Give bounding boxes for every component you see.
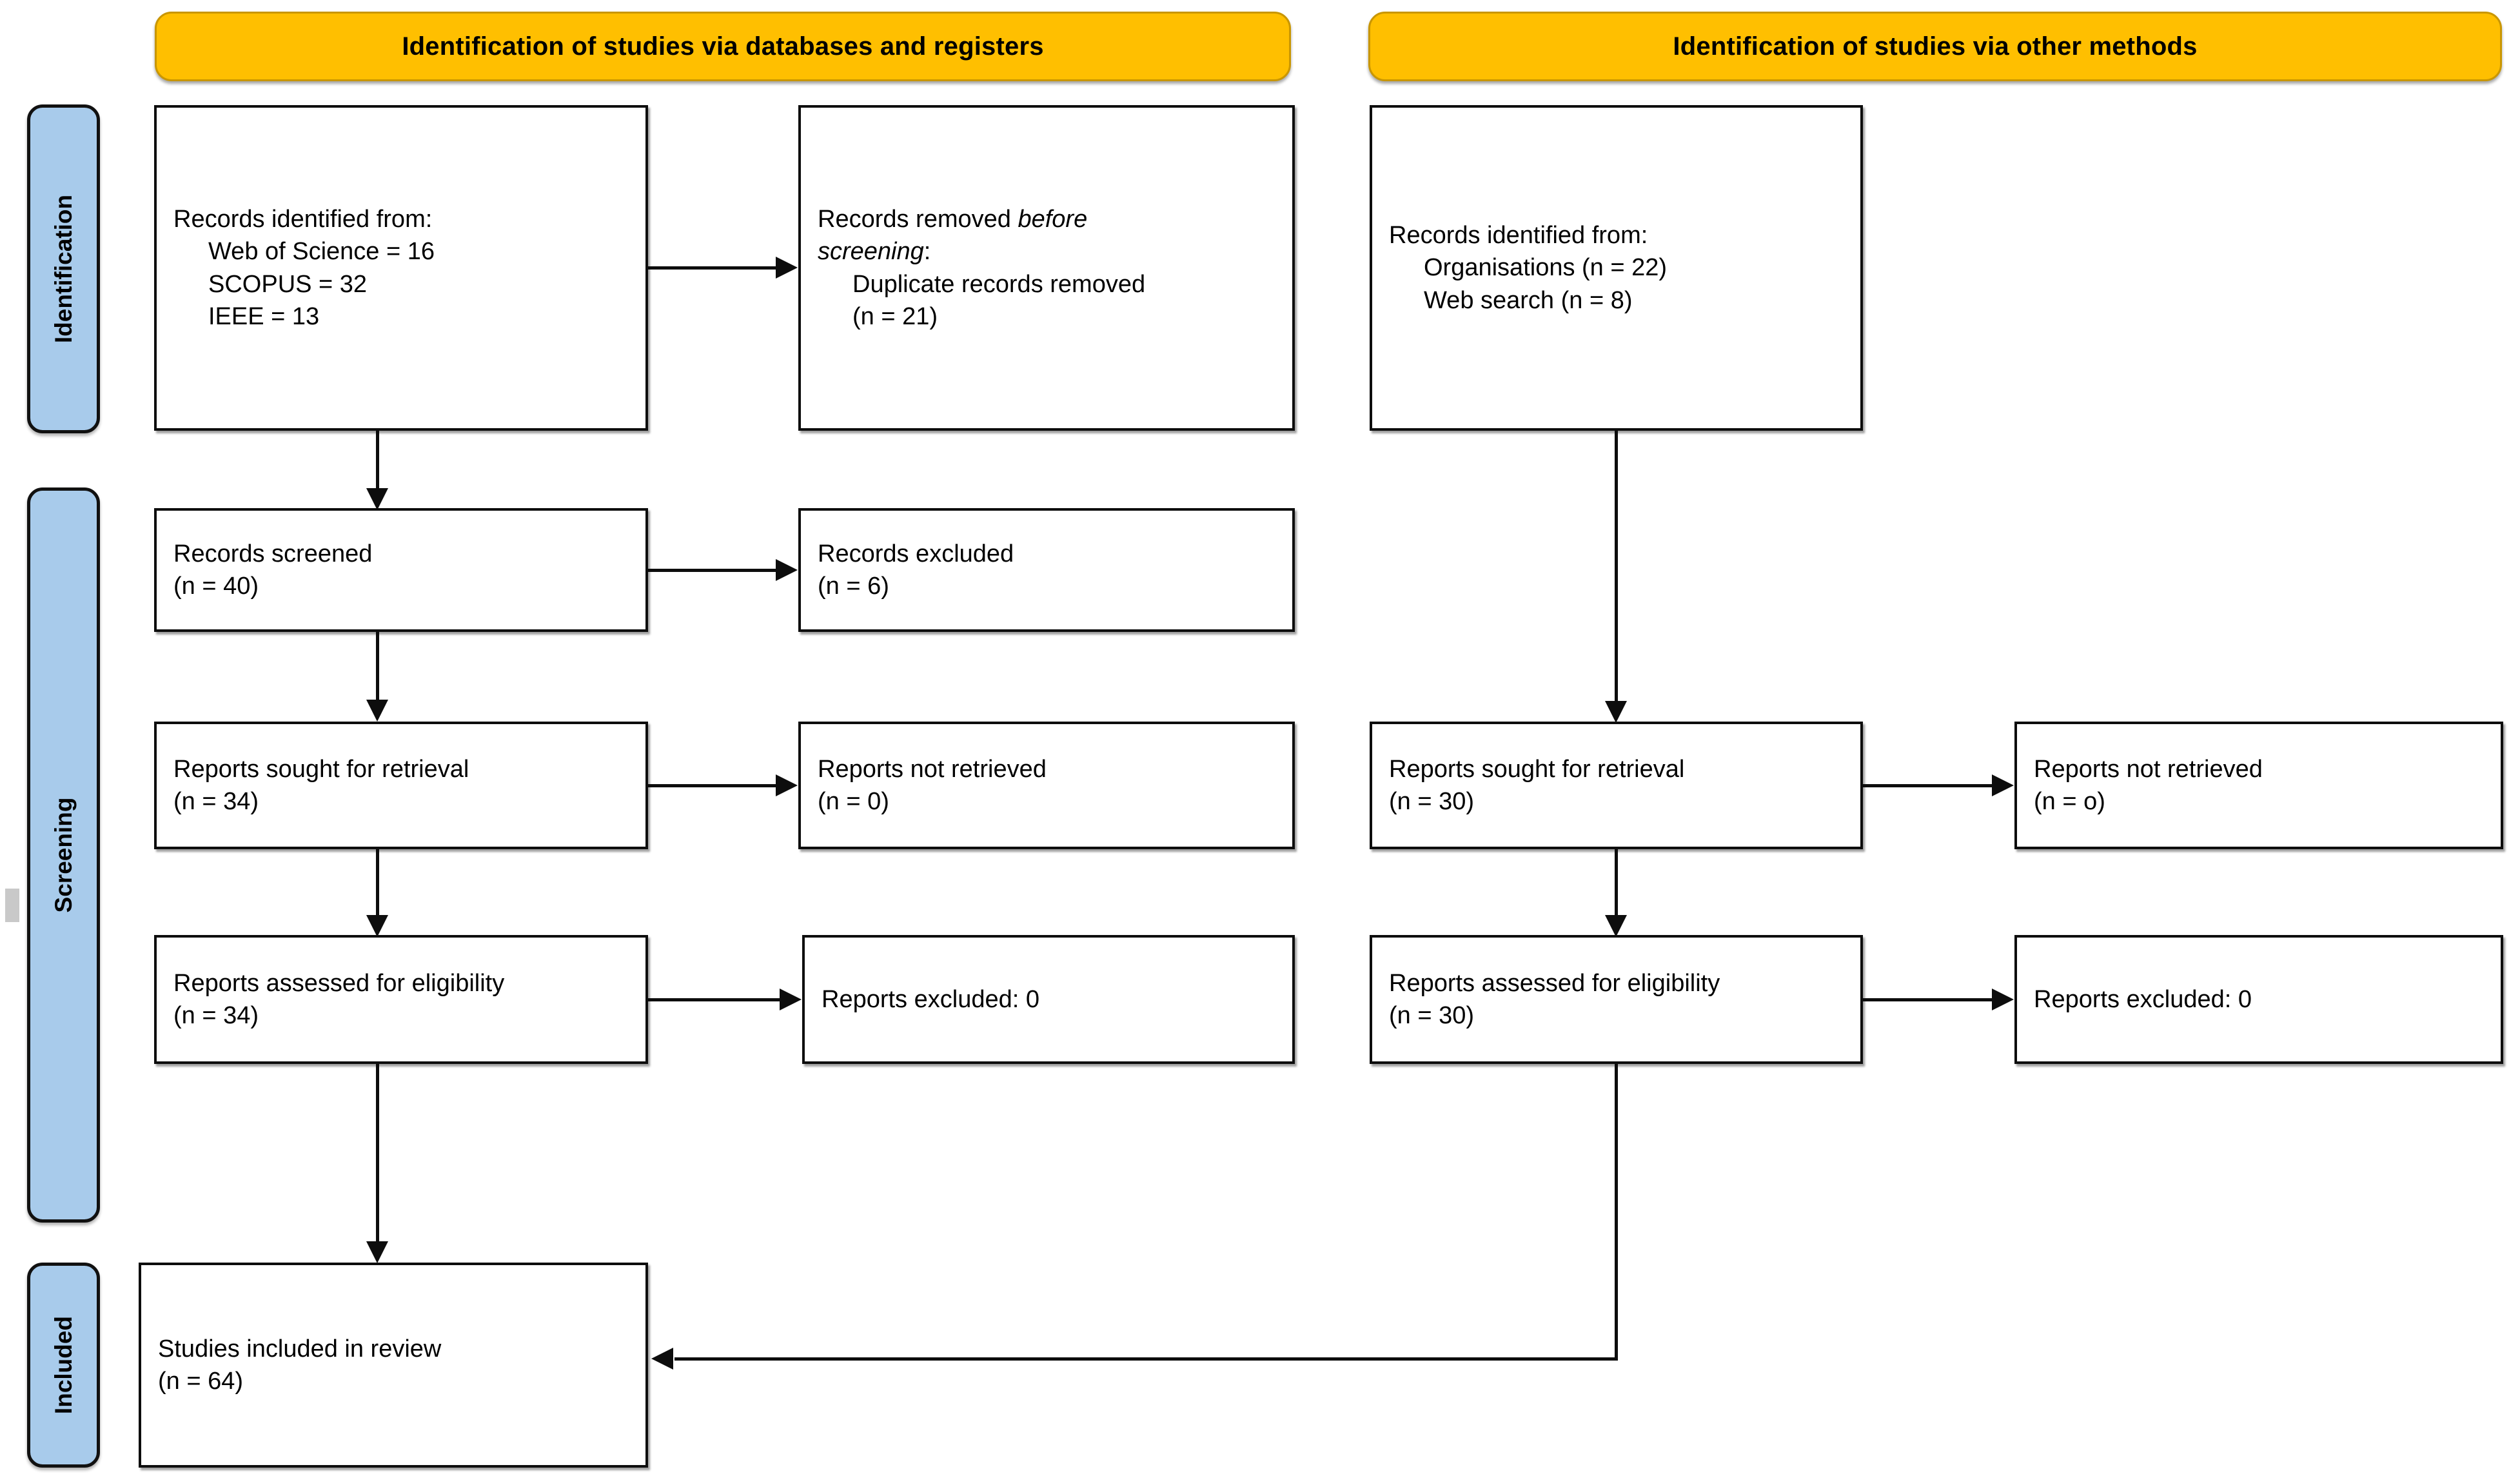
box-line: Records screened xyxy=(173,540,373,567)
box-line: (n = 0) xyxy=(818,788,889,815)
phase-bar-identification: Identification xyxy=(27,104,100,433)
box-line: (n = 34) xyxy=(173,1002,259,1029)
box-line: Reports assessed for eligibility xyxy=(173,969,505,997)
box-records-identified-databases: Records identified from: Web of Science … xyxy=(154,105,648,431)
stage-header-other-methods-label: Identification of studies via other meth… xyxy=(1673,32,2198,61)
arrowhead-sought-to-assessed-databases xyxy=(366,915,388,937)
connector-sought-to-assessed-databases xyxy=(376,849,379,920)
phase-bar-included: Included xyxy=(27,1263,100,1468)
phase-bar-included-label: Included xyxy=(50,1315,77,1415)
arrowhead-assessed-to-excluded-databases xyxy=(780,989,802,1010)
box-reports-excluded-databases: Reports excluded: 0 xyxy=(802,935,1295,1064)
box-studies-included: Studies included in review (n = 64) xyxy=(139,1263,648,1468)
phase-bar-screening-label: Screening xyxy=(50,797,77,913)
box-line: Records identified from: xyxy=(1389,222,1648,250)
box-line: Reports not retrieved xyxy=(2034,755,2263,783)
box-line: Reports sought for retrieval xyxy=(173,755,469,783)
connector-assessed-to-excluded-other xyxy=(1863,998,1993,1001)
connector-other-assessed-down xyxy=(1615,1064,1618,1361)
arrowhead-sought-to-not-retrieved-databases xyxy=(776,774,798,796)
box-reports-sought-other: Reports sought for retrieval (n = 30) xyxy=(1370,722,1863,849)
box-reports-excluded-other: Reports excluded: 0 xyxy=(2014,935,2503,1064)
connector-other-identified-to-sought xyxy=(1615,431,1618,713)
box-line: Reports excluded: 0 xyxy=(2034,985,2252,1013)
stage-header-other-methods: Identification of studies via other meth… xyxy=(1368,12,2502,81)
box-line-text: : xyxy=(923,238,931,266)
box-line: (n = 21) xyxy=(852,302,938,330)
box-records-excluded: Records excluded (n = 6) xyxy=(798,508,1295,632)
connector-sought-to-assessed-other xyxy=(1615,849,1618,920)
box-line-text: Records removed xyxy=(818,206,1018,233)
connector-identified-to-removed xyxy=(648,266,777,270)
arrowhead-assessed-to-excluded-other xyxy=(1992,989,2014,1010)
arrowhead-other-identified-to-sought xyxy=(1605,701,1627,723)
box-line: (n = 30) xyxy=(1389,788,1475,815)
box-line: (n = 64) xyxy=(158,1368,244,1395)
stage-header-databases-label: Identification of studies via databases … xyxy=(402,32,1044,61)
connector-assessed-to-included xyxy=(376,1064,379,1246)
box-line: Records identified from: xyxy=(173,206,433,233)
phase-bar-screening: Screening xyxy=(27,487,100,1223)
box-reports-assessed-databases: Reports assessed for eligibility (n = 34… xyxy=(154,935,648,1064)
box-line: Web of Science = 16 xyxy=(208,238,435,266)
stage-header-databases: Identification of studies via databases … xyxy=(155,12,1291,81)
box-reports-sought-databases: Reports sought for retrieval (n = 34) xyxy=(154,722,648,849)
box-reports-not-retrieved-databases: Reports not retrieved (n = 0) xyxy=(798,722,1295,849)
box-line-italic: screening xyxy=(818,238,924,266)
arrowhead-screened-to-excluded xyxy=(776,559,798,581)
connector-sought-to-not-retrieved-other xyxy=(1863,784,1993,787)
box-line: Reports sought for retrieval xyxy=(1389,755,1685,783)
arrowhead-sought-to-not-retrieved-other xyxy=(1992,774,2014,796)
connector-screened-to-sought xyxy=(376,632,379,705)
arrowhead-assessed-to-included xyxy=(366,1241,388,1263)
box-line: Records removed before xyxy=(818,203,1275,235)
box-line: Records excluded xyxy=(818,540,1014,567)
box-records-removed-before-screening: Records removed before screening: Duplic… xyxy=(798,105,1295,431)
arrowhead-identified-to-screened xyxy=(366,488,388,510)
box-line: Reports assessed for eligibility xyxy=(1389,969,1720,997)
box-line: (n = 30) xyxy=(1389,1002,1475,1029)
connector-identified-to-screened xyxy=(376,431,379,499)
box-line: Web search (n = 8) xyxy=(1424,286,1633,314)
box-line: (n = 6) xyxy=(818,573,889,600)
box-line: Reports not retrieved xyxy=(818,755,1047,783)
box-line: Studies included in review xyxy=(158,1335,442,1363)
connector-other-to-included-horizontal xyxy=(674,1357,1618,1361)
box-reports-not-retrieved-other: Reports not retrieved (n = o) xyxy=(2014,722,2503,849)
box-line: IEEE = 13 xyxy=(208,302,320,330)
phase-marker-screening xyxy=(5,889,19,922)
box-line-italic: before xyxy=(1018,206,1088,233)
arrowhead-identified-to-removed xyxy=(776,257,798,279)
phase-bar-identification-label: Identification xyxy=(50,194,77,344)
box-line: Duplicate records removed xyxy=(852,270,1146,298)
box-line: SCOPUS = 32 xyxy=(208,270,368,298)
box-records-identified-other: Records identified from: Organisations (… xyxy=(1370,105,1863,431)
arrowhead-screened-to-sought xyxy=(366,700,388,722)
box-line: (n = o) xyxy=(2034,788,2105,815)
box-records-screened: Records screened (n = 40) xyxy=(154,508,648,632)
box-reports-assessed-other: Reports assessed for eligibility (n = 30… xyxy=(1370,935,1863,1064)
connector-sought-to-not-retrieved-databases xyxy=(648,784,777,787)
connector-screened-to-excluded xyxy=(648,569,777,572)
box-line: (n = 40) xyxy=(173,573,259,600)
box-line: Reports excluded: 0 xyxy=(822,985,1039,1013)
box-line: Organisations (n = 22) xyxy=(1424,254,1668,282)
arrowhead-sought-to-assessed-other xyxy=(1605,915,1627,937)
box-line: screening: xyxy=(818,235,1275,268)
box-line: (n = 34) xyxy=(173,788,259,815)
connector-assessed-to-excluded-databases xyxy=(648,998,781,1001)
arrowhead-other-to-included xyxy=(651,1348,673,1370)
